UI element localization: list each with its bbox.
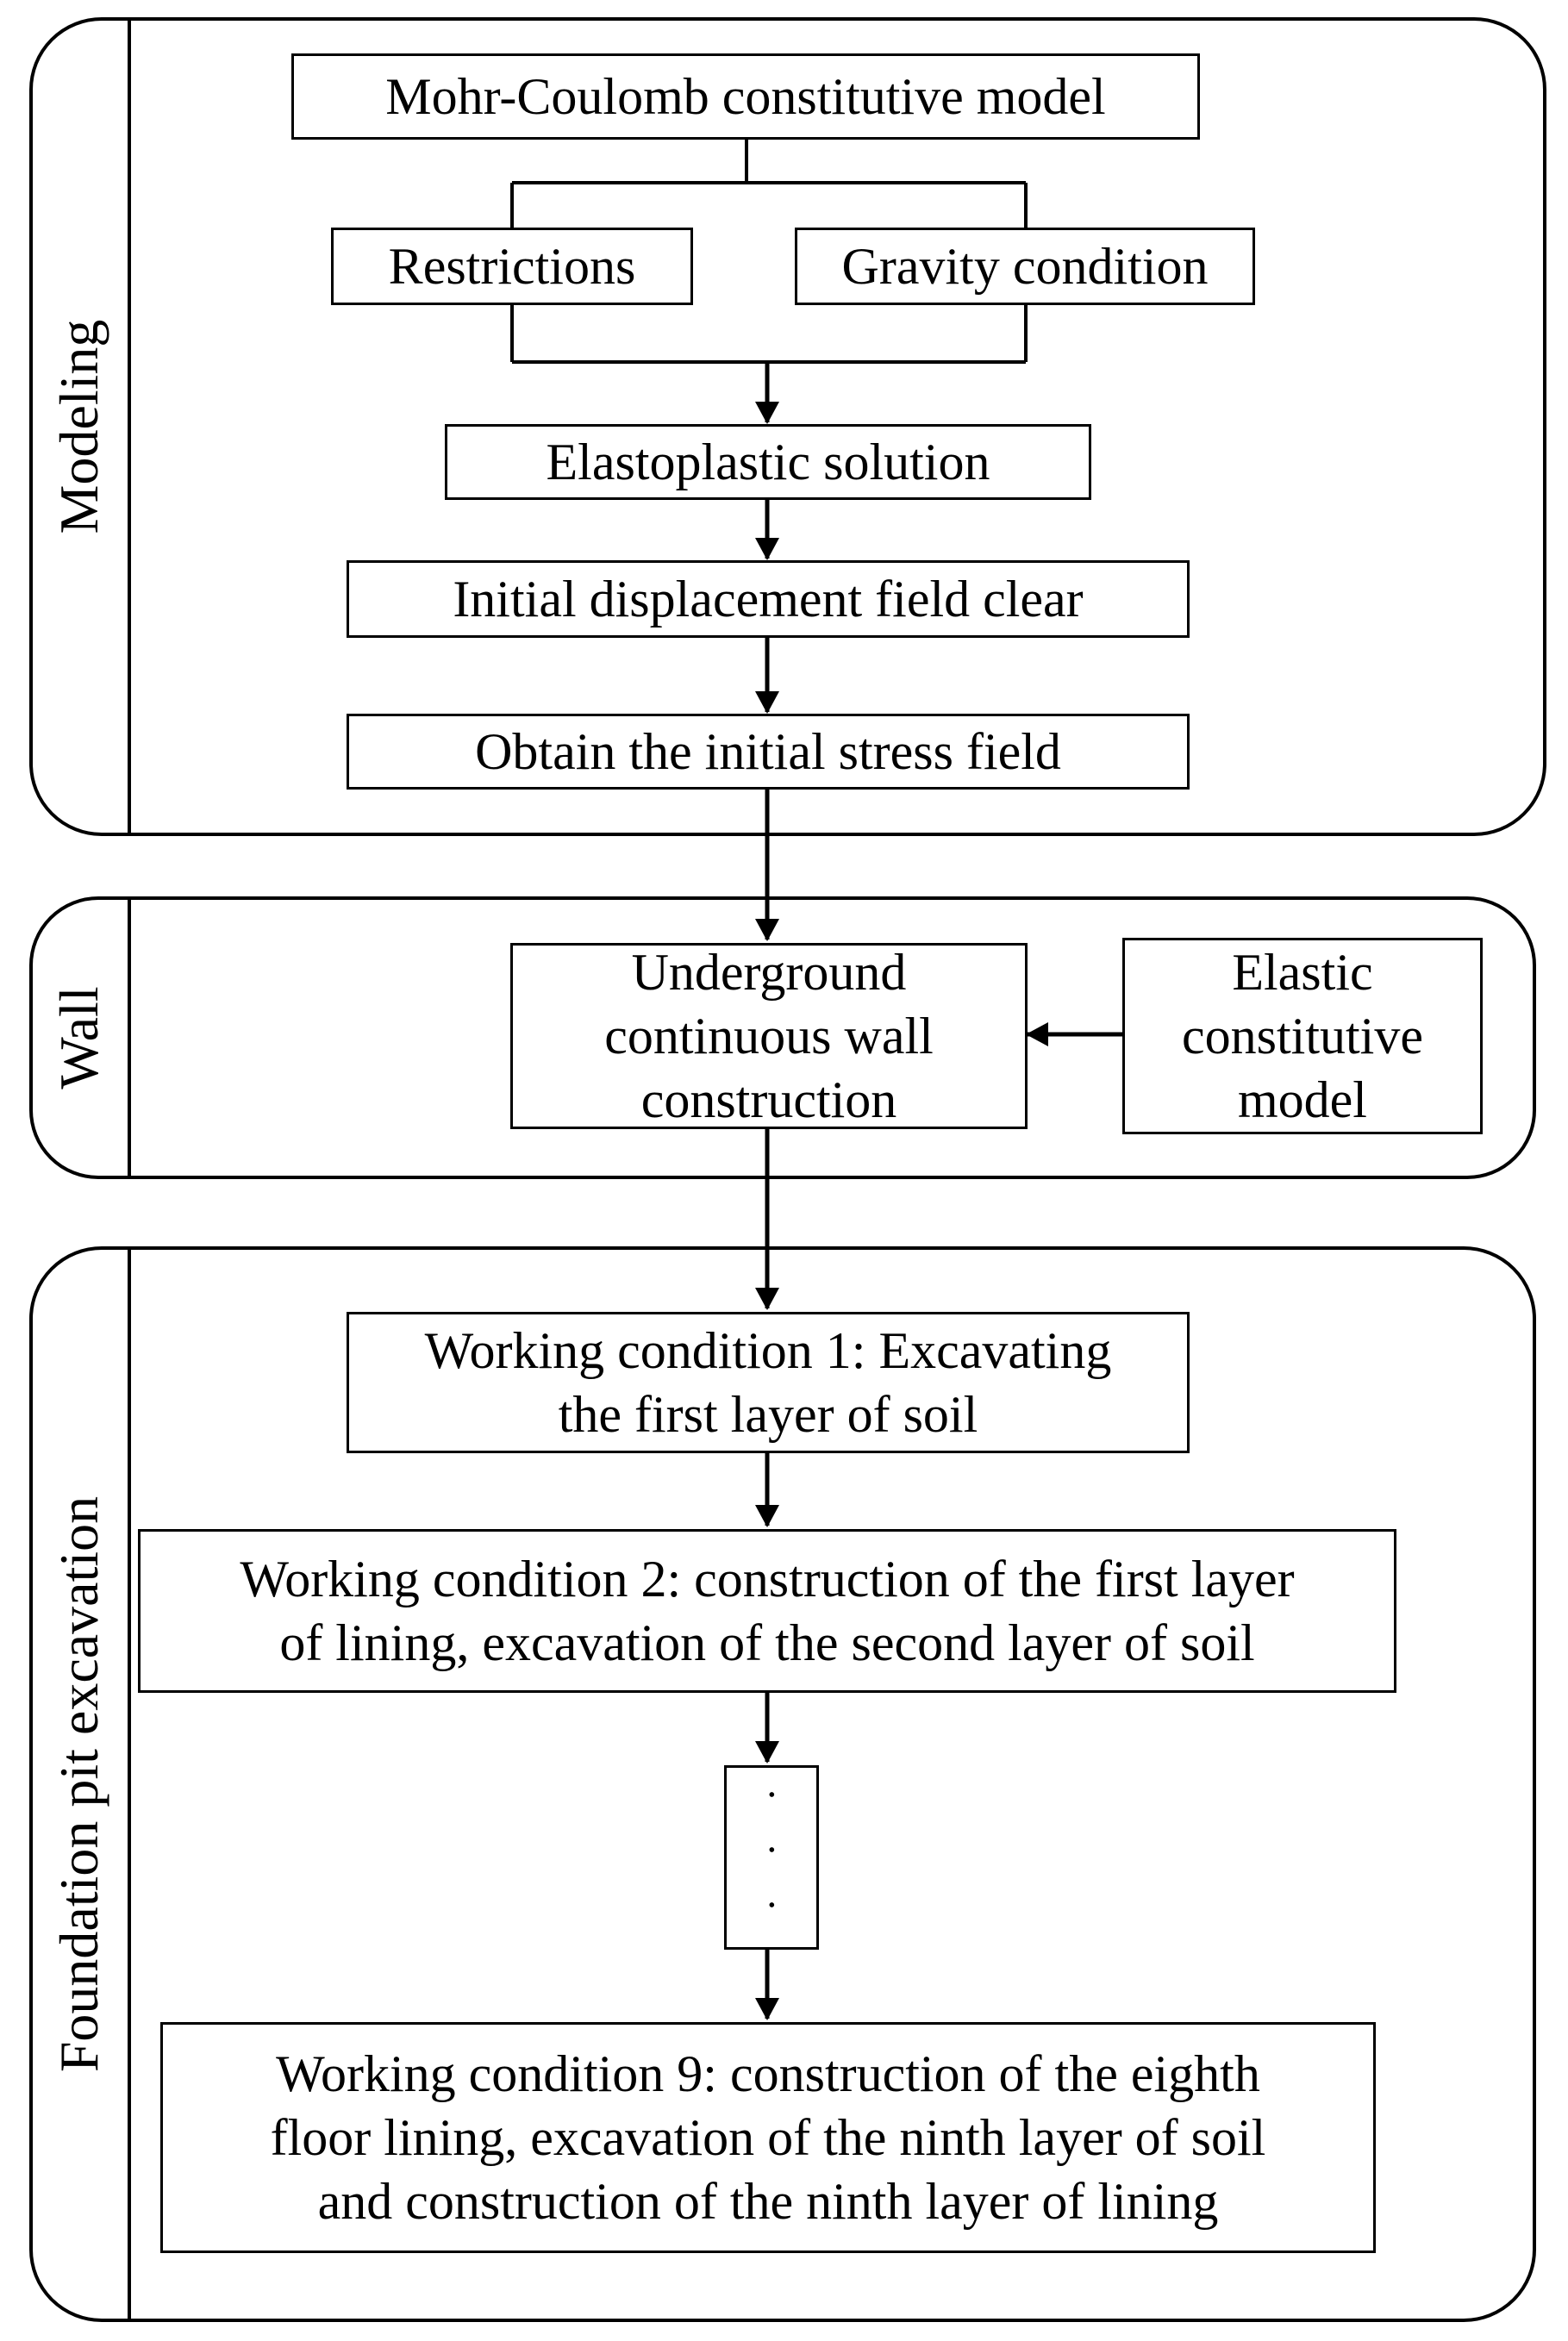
node-elastic-line-2: constitutive [1182, 1008, 1423, 1064]
node-initial-stress-text: Obtain the initial stress field [475, 723, 1061, 780]
arrowhead-stress [755, 691, 779, 714]
node-restrictions-text: Restrictions [388, 238, 636, 295]
node-wc9-line-1: Working condition 9: construction of the… [276, 2045, 1260, 2102]
node-working-condition-2: Working condition 2: construction of the… [138, 1529, 1396, 1693]
node-elastic-model: Elastic constitutive model [1122, 938, 1483, 1134]
arrowhead-elastic [1026, 1022, 1048, 1046]
panel-wall-divider [128, 900, 131, 1176]
node-underground-wall: Underground continuous wall construction [510, 943, 1028, 1129]
node-initial-displacement: Initial displacement field clear [347, 560, 1190, 638]
node-working-condition-9: Working condition 9: construction of the… [160, 2022, 1376, 2253]
node-ellipsis: · · · [724, 1765, 819, 1950]
node-ellipsis-text: · · · [748, 1788, 795, 1927]
arrowhead-ellipsis [755, 1741, 779, 1764]
node-mohr-coulomb-text: Mohr-Coulomb constitutive model [385, 68, 1106, 125]
arrowhead-underground [755, 919, 779, 941]
node-elastoplastic-solution-text: Elastoplastic solution [546, 434, 990, 490]
node-initial-stress: Obtain the initial stress field [347, 714, 1190, 790]
panel-modeling-divider [128, 21, 131, 833]
arrow-group [755, 362, 1122, 2020]
arrowhead-wc9 [755, 1998, 779, 2020]
node-wc2-line-2: of lining, excavation of the second laye… [279, 1614, 1255, 1671]
arrowhead-wc2 [755, 1505, 779, 1527]
arrowhead-elastoplastic [755, 402, 779, 424]
node-elastoplastic-solution: Elastoplastic solution [445, 424, 1091, 500]
node-wc2-line-1: Working condition 2: construction of the… [240, 1551, 1295, 1607]
node-gravity-condition: Gravity condition [795, 228, 1255, 305]
node-wc9-line-2: floor lining, excavation of the ninth la… [270, 2109, 1266, 2166]
node-restrictions: Restrictions [331, 228, 693, 305]
node-mohr-coulomb: Mohr-Coulomb constitutive model [291, 53, 1200, 140]
node-elastic-line-3: model [1238, 1071, 1367, 1128]
node-initial-displacement-text: Initial displacement field clear [453, 571, 1084, 627]
node-wc9-line-3: and construction of the ninth layer of l… [317, 2173, 1219, 2230]
node-wc1-line-1: Working condition 1: Excavating [424, 1322, 1112, 1379]
panel-excavation-divider [128, 1250, 131, 2319]
node-underground-line-2: continuous wall [604, 1008, 934, 1064]
node-elastic-line-1: Elastic [1232, 944, 1373, 1001]
node-gravity-condition-text: Gravity condition [841, 238, 1209, 295]
arrowhead-displacement [755, 538, 779, 560]
arrowhead-wc1 [755, 1288, 779, 1310]
node-underground-line-1: Underground [631, 944, 907, 1001]
node-working-condition-1: Working condition 1: Excavating the firs… [347, 1312, 1190, 1453]
node-underground-line-3: construction [640, 1071, 897, 1128]
node-wc1-line-2: the first layer of soil [558, 1386, 978, 1443]
